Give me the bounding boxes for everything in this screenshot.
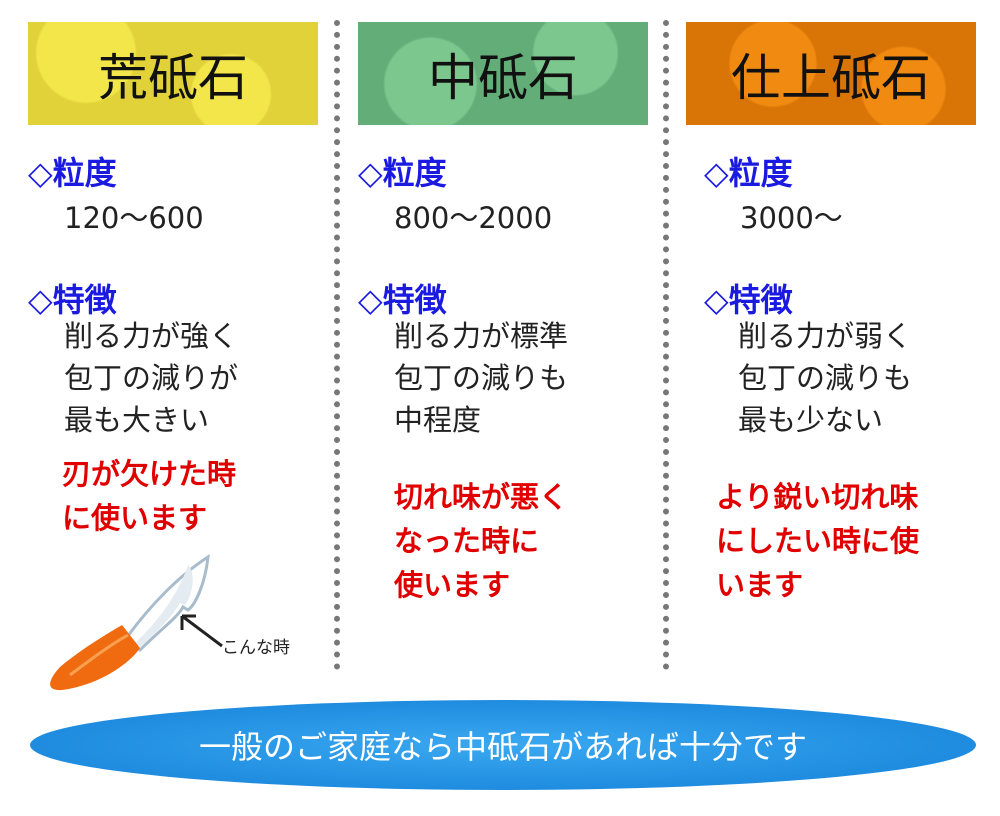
usage-text: 切れ味が悪く なった時に 使います: [394, 475, 568, 607]
feature-label: ◇特徴: [28, 281, 117, 319]
feature-line: 最も少ない: [738, 403, 884, 437]
grit-value: 120〜600: [64, 201, 204, 235]
feature-line: 最も大きい: [64, 403, 210, 437]
summary-text: 一般のご家庭なら中砥石があれば十分です: [198, 728, 807, 766]
feature-line: 削る力が強く: [64, 319, 239, 353]
feature-text: 削る力が強く 包丁の減りが 最も大きい: [64, 315, 238, 441]
dotted-divider: [663, 20, 669, 670]
header-rough-stone: 荒砥石: [28, 22, 318, 125]
grit-label: ◇粒度: [358, 154, 447, 192]
usage-line: に使います: [62, 501, 208, 535]
feature-text: 削る力が弱く 包丁の減りも 最も少ない: [738, 315, 912, 441]
feature-line: 包丁の減りも: [738, 361, 913, 395]
usage-text: 刃が欠けた時 に使います: [62, 452, 236, 540]
usage-line: 使います: [394, 568, 511, 602]
usage-line: より鋭い切れ味: [716, 480, 919, 514]
feature-line: 中程度: [394, 403, 482, 437]
feature-label: ◇特徴: [358, 281, 447, 319]
feature-label: ◇特徴: [704, 281, 793, 319]
usage-text: より鋭い切れ味 にしたい時に使 います: [716, 475, 919, 607]
grit-value: 800〜2000: [394, 201, 553, 235]
header-finish-stone: 仕上砥石: [686, 22, 976, 125]
summary-banner: 一般のご家庭なら中砥石があれば十分です: [30, 700, 976, 790]
feature-line: 削る力が標準: [394, 319, 569, 353]
arrow-icon: [180, 614, 223, 648]
usage-line: にしたい時に使: [716, 524, 920, 558]
feature-text: 削る力が標準 包丁の減りも 中程度: [394, 315, 568, 441]
knife-note: こんな時: [222, 638, 290, 658]
chipped-knife-icon: [50, 554, 210, 691]
grit-label: ◇粒度: [704, 154, 793, 192]
usage-line: なった時に: [394, 524, 540, 558]
feature-line: 包丁の減りも: [394, 361, 569, 395]
usage-line: 刃が欠けた時: [62, 457, 237, 491]
feature-line: 包丁の減りが: [64, 361, 239, 395]
feature-line: 削る力が弱く: [738, 319, 913, 353]
grit-label: ◇粒度: [28, 154, 117, 192]
usage-line: 切れ味が悪く: [394, 480, 569, 514]
usage-line: います: [716, 568, 804, 602]
header-medium-stone: 中砥石: [358, 22, 648, 125]
dotted-divider: [334, 20, 340, 670]
grit-value: 3000〜: [740, 201, 843, 235]
